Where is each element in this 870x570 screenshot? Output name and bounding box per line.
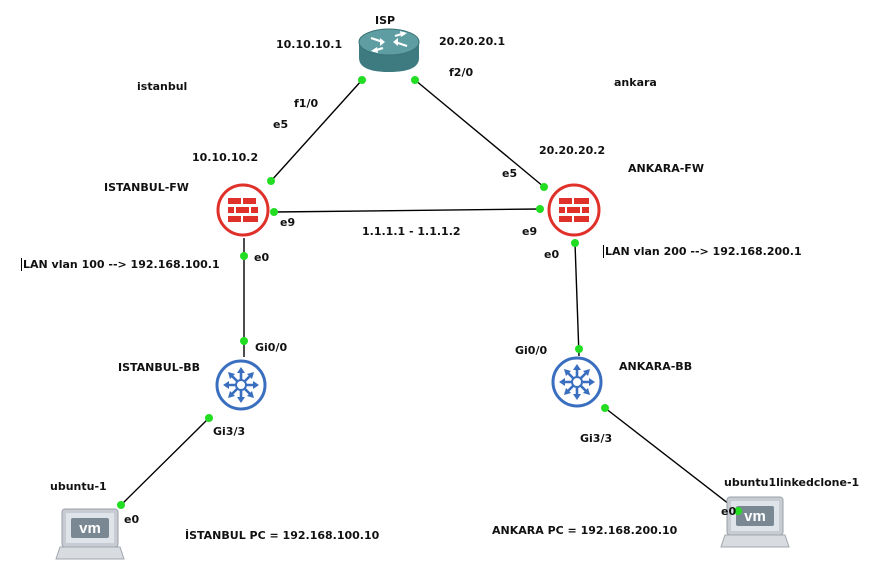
iface-clone-e0: e0 [721, 505, 737, 518]
iface-ank-bb-gi33: Gi3/3 [580, 432, 613, 445]
iface-ank-fw-e9: e9 [522, 225, 538, 238]
addr-ist-fw-wan: 10.10.10.2 [192, 151, 259, 164]
port-dot-ist-bb-gi33 [205, 414, 213, 422]
ankara-firewall-icon[interactable] [547, 183, 601, 237]
ubuntu-clone-label: ubuntu1linkedclone-1 [724, 476, 860, 489]
port-dots [117, 76, 742, 515]
iface-ank-bb-gi00: Gi0/0 [515, 344, 548, 357]
ankara-fw-label: ANKARA-FW [628, 162, 704, 175]
addr-fw-link: 1.1.1.1 - 1.1.1.2 [362, 225, 461, 238]
port-dot-clone-e0 [734, 507, 742, 515]
iface-isp-f2: f2/0 [449, 66, 474, 79]
port-dot-ist-bb-gi00 [240, 337, 248, 345]
link-istanbul-fw-ankara-fw[interactable] [273, 208, 541, 213]
ankara-bb-label: ANKARA-BB [619, 360, 693, 373]
iface-ist-bb-gi00: Gi0/0 [255, 341, 288, 354]
link-isp-istanbul-fw[interactable] [270, 79, 363, 182]
istanbul-firewall-icon[interactable] [216, 183, 270, 237]
note-pc-istanbul: İSTANBUL PC = 192.168.100.10 [185, 529, 380, 542]
addr-isp-left: 10.10.10.1 [276, 38, 343, 51]
iface-ubuntu1-e0: e0 [124, 513, 140, 526]
iface-ist-fw-e9: e9 [280, 216, 296, 229]
iface-ist-bb-gi33: Gi3/3 [213, 425, 246, 438]
istanbul-switch-icon[interactable] [215, 359, 267, 411]
port-dot-ank-fw-e9 [536, 205, 544, 213]
ubuntu-clone-vm-icon[interactable]: vm [720, 496, 790, 548]
link-ankara-bb-ubuntu-clone[interactable] [604, 407, 739, 512]
link-istanbul-bb-ubuntu1[interactable] [120, 417, 210, 506]
port-dot-ubuntu1-e0 [117, 501, 125, 509]
links [120, 79, 739, 512]
port-dot-isp-f2 [411, 76, 419, 84]
port-dot-ank-bb-gi00 [575, 345, 583, 353]
istanbul-fw-label: ISTANBUL-FW [104, 181, 189, 194]
port-dot-ist-fw-e9 [270, 208, 278, 216]
iface-ist-fw-e0: e0 [254, 251, 270, 264]
link-isp-ankara-fw[interactable] [414, 79, 545, 188]
addr-ank-fw-wan: 20.20.20.2 [539, 144, 606, 157]
port-dot-ist-fw-e5 [267, 177, 275, 185]
istanbul-bb-label: ISTANBUL-BB [118, 361, 201, 374]
ubuntu1-vm-screen-text: vm [79, 520, 101, 537]
port-dot-ank-fw-e5 [540, 183, 548, 191]
note-istanbul: istanbul [137, 80, 188, 93]
link-ankara-fw-ankara-bb[interactable] [574, 242, 580, 357]
iface-ist-fw-e5: e5 [273, 118, 289, 131]
ankara-switch-icon[interactable] [551, 356, 603, 408]
ubuntu1-label: ubuntu-1 [50, 480, 107, 493]
addr-isp-right: 20.20.20.1 [439, 35, 506, 48]
note-lan-istanbul: LAN vlan 100 --> 192.168.100.1 [21, 258, 220, 271]
iface-ank-fw-e5: e5 [502, 167, 518, 180]
port-dot-ank-fw-e0 [571, 239, 579, 247]
note-lan-ankara: LAN vlan 200 --> 192.168.200.1 [603, 245, 802, 258]
port-dot-ank-bb-gi33 [601, 404, 609, 412]
note-ankara: ankara [614, 76, 657, 89]
ubuntu1-vm-icon[interactable]: vm [55, 508, 125, 560]
isp-label: ISP [375, 14, 396, 27]
port-dot-isp-f1 [358, 76, 366, 84]
iface-ank-fw-e0: e0 [544, 248, 560, 261]
note-pc-ankara: ANKARA PC = 192.168.200.10 [492, 524, 678, 537]
iface-isp-f1: f1/0 [294, 97, 319, 110]
ubuntu-clone-vm-screen-text: vm [744, 508, 766, 525]
isp-router-icon[interactable] [358, 28, 420, 72]
port-dot-ist-fw-e0 [240, 252, 248, 260]
